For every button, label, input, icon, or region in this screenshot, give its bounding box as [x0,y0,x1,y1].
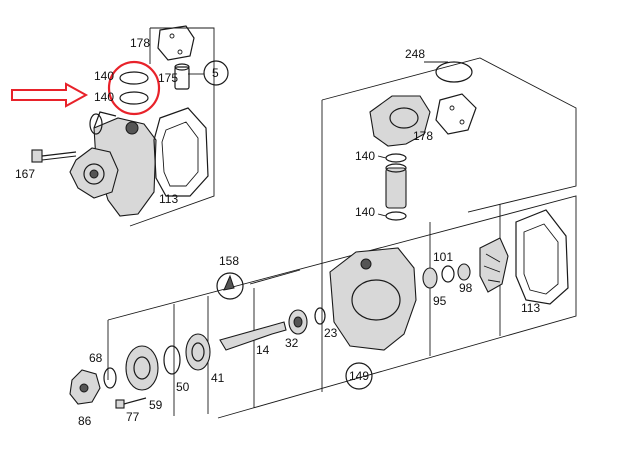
badge-158 [216,272,244,300]
gasket-178-top [157,25,195,61]
top-left-frame [129,27,215,227]
pump-boss [125,121,139,135]
label-98: 98 [459,281,473,295]
pump-hub-bore [89,169,99,179]
top-right-frame [321,57,577,213]
label-113-right: 113 [521,301,540,315]
label-178-top: 178 [130,36,150,50]
top-left-group [31,25,215,227]
label-140-right-lower: 140 [355,205,375,219]
o-ring-140-lower [119,91,149,105]
label-101: 101 [433,250,453,264]
bottom-frame-outline [107,195,577,419]
label-68: 68 [89,351,103,365]
pump-hub-center [83,163,105,185]
badge-5 [203,60,229,86]
bearing-98 [457,263,471,281]
label-178-right: 178 [413,129,433,143]
o-ring-140-right-upper [385,153,407,163]
bolt-167-head [31,149,43,163]
gasket-113-right-inner [523,223,559,295]
pulley-flange-inner [133,356,151,380]
label-175: 175 [158,71,178,85]
label-95: 95 [433,294,447,308]
highlight-circle [107,60,161,116]
ring-101 [441,265,455,283]
label-41: 41 [211,371,225,385]
star-wheel-158-icon [223,274,235,291]
gasket-hole [449,105,455,111]
label-149: 149 [349,369,369,383]
leader-158 [249,269,301,285]
gasket-178-right [435,93,477,135]
connecting-sleeve [385,167,407,209]
impeller [479,237,509,293]
bolt-77-head [115,399,125,409]
label-32: 32 [285,336,299,350]
o-ring-140-upper [119,71,149,85]
pulley-flange-59 [125,345,159,391]
pump-inlet [89,113,103,135]
hub-86-bore [79,383,89,393]
label-158: 158 [219,254,239,268]
label-140-lower: 140 [94,90,114,104]
sleeve-top-right [385,163,407,173]
bolt-77-shank [123,397,147,405]
power-steering-pump-housing [329,247,417,351]
label-113-left: 113 [159,192,178,206]
bearing-41-inner [191,342,205,362]
gasket-113-right [515,209,569,305]
circlip-50 [163,345,181,375]
label-14: 14 [256,343,270,357]
label-140-upper: 140 [94,69,114,83]
label-77: 77 [126,410,140,424]
bolt-167-shank-lower [41,155,77,161]
washer-23 [314,307,326,325]
impeller-blades [483,253,501,283]
label-5: 5 [212,66,219,80]
thermostat-opening [389,107,419,129]
gasket-113-left [153,107,209,197]
leader-140d [377,213,387,217]
highlight-arrow-icon [11,82,89,108]
label-23: 23 [324,326,338,340]
gasket-hole [459,119,465,125]
gasket-hole [177,49,183,55]
bottom-main-group [69,195,577,419]
gasket-hole [169,33,175,39]
label-86: 86 [78,414,92,428]
bolt-167-shank [41,151,77,157]
sleeve-top [174,63,190,71]
o-ring-248 [435,61,473,83]
shaft-14 [219,321,287,351]
pump-inlet-pipe [93,111,117,129]
leader-140c [377,155,387,159]
top-right-group [321,57,577,240]
washer-68 [103,367,117,389]
thermostat-housing [369,95,431,147]
sleeve-175 [174,66,190,90]
pump-housing-cavity [351,279,401,321]
bearing-32-bore [293,316,303,328]
pump-housing-boss [360,258,372,270]
bearing-41 [185,333,211,371]
label-167: 167 [15,167,35,181]
label-248: 248 [405,47,425,61]
label-140-right-upper: 140 [355,149,375,163]
badge-149 [345,362,373,390]
label-50: 50 [176,380,190,394]
gasket-113-inner [161,121,199,187]
o-ring-140-right-lower [385,211,407,221]
label-59: 59 [149,398,163,412]
seal-95 [422,267,438,289]
